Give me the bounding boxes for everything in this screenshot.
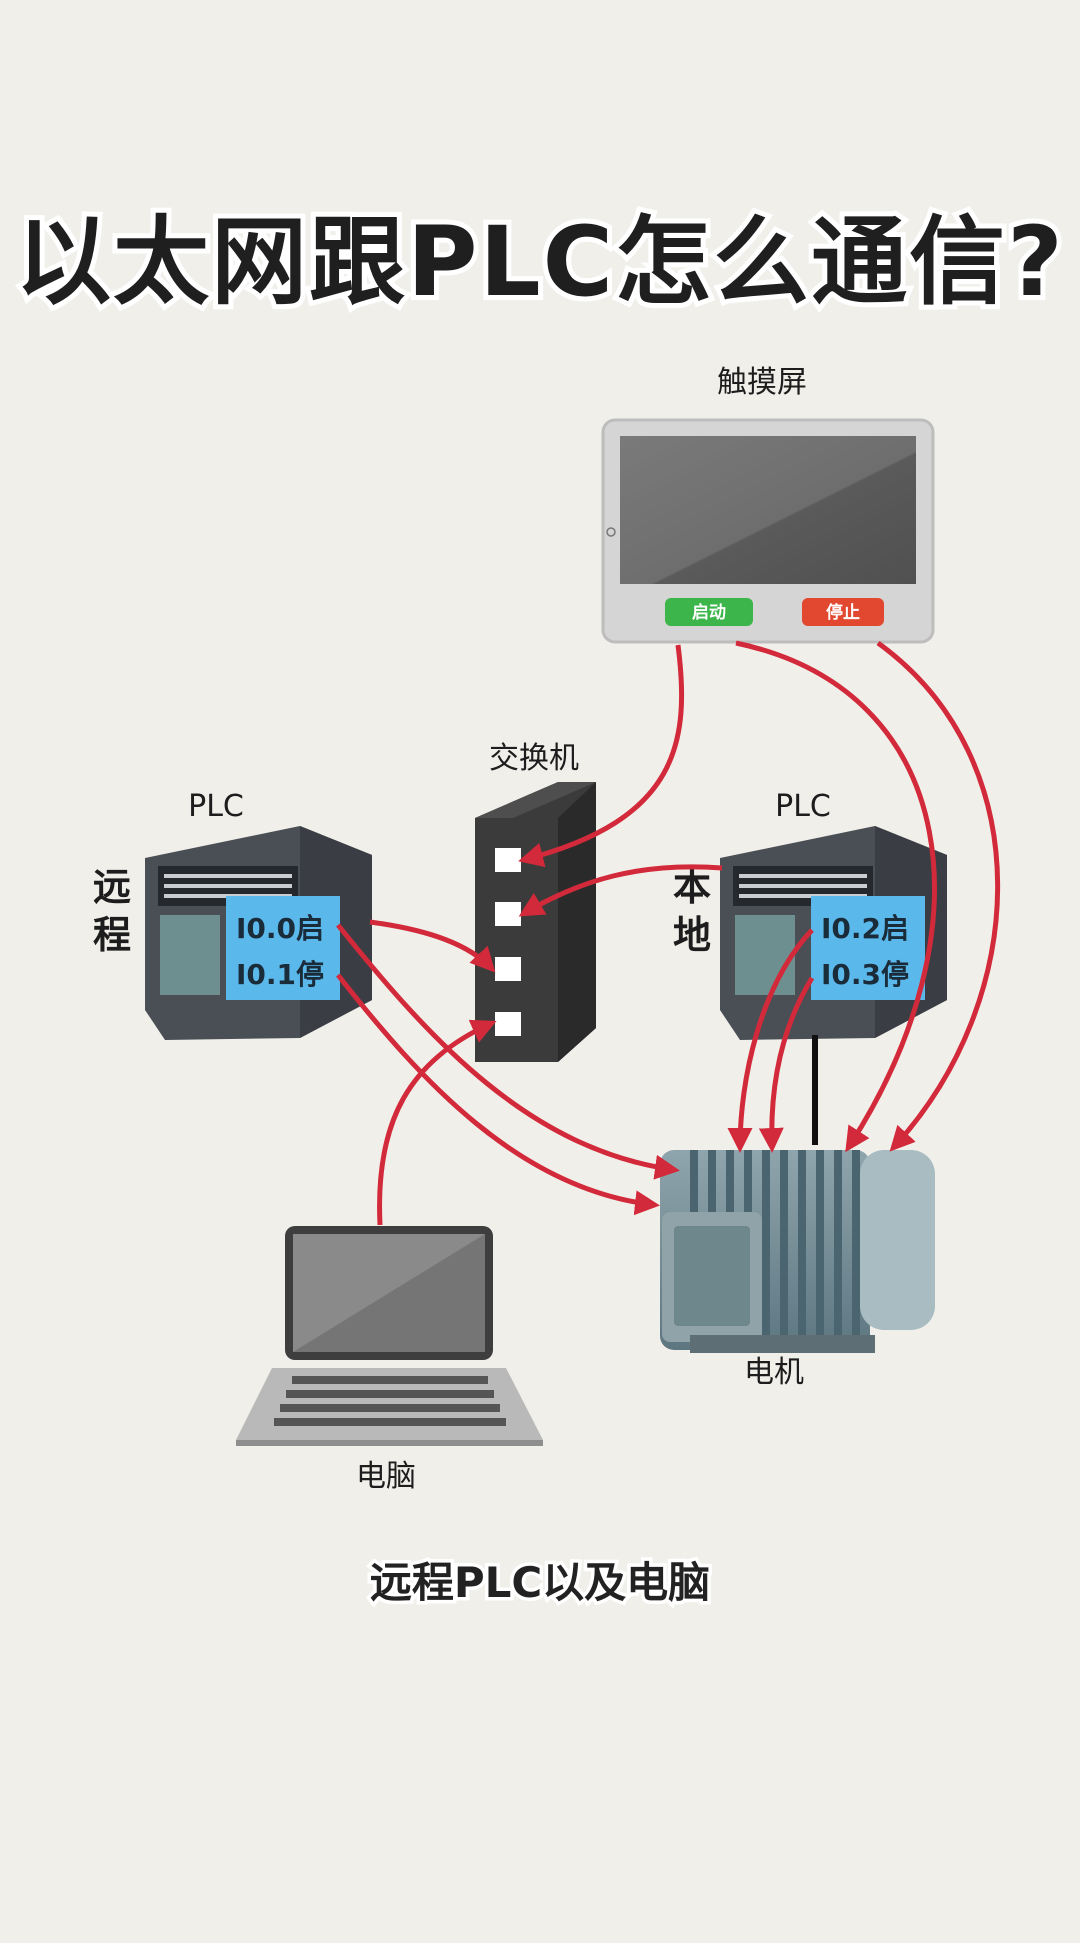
local-io-start: I0.2启 xyxy=(821,912,909,945)
remote-side-label-1: 远 xyxy=(93,865,131,909)
wire-remote-io1-motor xyxy=(336,973,660,1216)
page-title: 以太网跟PLC怎么通信? xyxy=(15,206,1065,318)
local-side-label-2: 地 xyxy=(673,913,711,957)
touchscreen: 触摸屏 启动 停止 xyxy=(601,365,935,644)
local-io-stop: I0.3停 xyxy=(821,958,909,991)
switch-port-4 xyxy=(495,1012,521,1036)
stop-button-label: 停止 xyxy=(826,602,860,623)
local-plc: PLC 本 地 I0.2启 I0.3停 xyxy=(673,789,947,1145)
wire-remote-io0-motor xyxy=(336,923,680,1180)
start-button-label: 启动 xyxy=(692,602,726,623)
laptop xyxy=(236,1226,543,1446)
wire-laptop-switch xyxy=(377,1019,497,1226)
wire-local-plc-switch xyxy=(518,864,723,917)
motor xyxy=(660,1150,935,1353)
stop-button[interactable]: 停止 xyxy=(802,598,884,626)
switch-port-3 xyxy=(495,957,521,981)
wire-local-io2-motor xyxy=(727,928,814,1153)
local-plc-cable xyxy=(812,1035,818,1145)
remote-plc: PLC 远 程 I0.0启 I0.1停 xyxy=(93,789,372,1040)
wire-remote-plc-switch xyxy=(369,919,496,973)
local-io-box xyxy=(811,896,925,1000)
network-switch: 交换机 xyxy=(475,741,596,1062)
wire-touchscreen-switch xyxy=(518,644,685,868)
start-button[interactable]: 启动 xyxy=(665,598,753,626)
wire-stop-motor xyxy=(876,640,1001,1152)
touchscreen-label: 触摸屏 xyxy=(717,365,807,400)
touchscreen-display xyxy=(620,436,916,584)
camera-dot-icon xyxy=(606,527,616,537)
remote-plc-label: PLC xyxy=(188,789,244,824)
wire-start-motor xyxy=(735,640,937,1153)
remote-io-stop: I0.1停 xyxy=(236,958,324,991)
wire-local-io3-motor xyxy=(758,976,815,1153)
motor-label: 电机 xyxy=(744,1355,804,1390)
connection-wires xyxy=(336,640,1001,1226)
switch-port-2 xyxy=(495,902,521,926)
caption-text: 远程PLC以及电脑 xyxy=(370,1558,710,1607)
local-plc-label: PLC xyxy=(775,789,831,824)
remote-side-label-2: 程 xyxy=(93,913,131,957)
remote-io-box xyxy=(226,896,340,1000)
computer-label: 电脑 xyxy=(356,1459,416,1494)
switch-label: 交换机 xyxy=(489,741,579,776)
switch-port-1 xyxy=(495,848,521,872)
local-side-label-1: 本 xyxy=(673,865,711,909)
remote-io-start: I0.0启 xyxy=(236,912,324,945)
